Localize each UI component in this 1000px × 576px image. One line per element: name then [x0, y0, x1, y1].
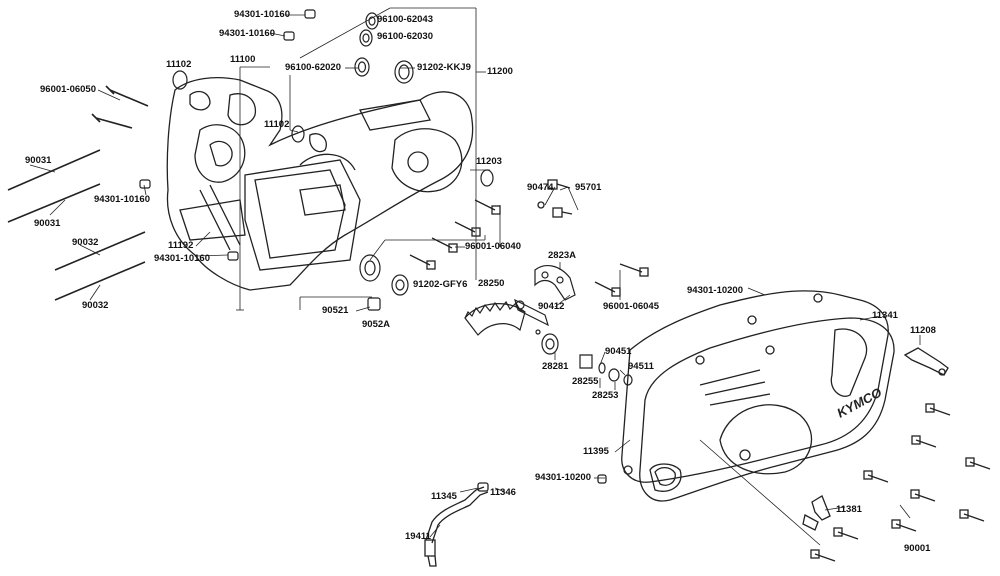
label-11102-b: 11102 [264, 119, 290, 130]
label-94301-10160-d: 94301-10160 [154, 253, 210, 264]
left-crankcase [166, 77, 474, 291]
label-11346: 11346 [490, 487, 516, 498]
label-11345: 11345 [431, 491, 457, 502]
clip-11381 [802, 495, 831, 531]
cover-logo: KYMCO [834, 385, 884, 421]
label-90474: 90474 [527, 182, 554, 193]
seals-lower [359, 254, 409, 311]
label-9052A: 9052A [362, 319, 390, 330]
label-90451: 90451 [605, 346, 632, 357]
dowel-pins [139, 9, 494, 261]
label-11203: 11203 [476, 156, 502, 167]
label-28281: 28281 [542, 361, 569, 372]
label-28255: 28255 [572, 376, 599, 387]
label-11200: 11200 [487, 66, 513, 77]
right-cover [639, 317, 895, 502]
bracket-11208 [903, 347, 949, 376]
label-11341: 11341 [872, 310, 898, 321]
cover-gasket [621, 290, 889, 483]
label-96100-62030: 96100-62030 [377, 31, 433, 42]
label-96001-06040: 96001-06040 [465, 241, 521, 252]
seals-top [354, 12, 414, 84]
label-11100: 11100 [230, 54, 256, 65]
label-90001: 90001 [904, 543, 931, 554]
label-28250: 28250 [478, 278, 505, 289]
label-96001-06050: 96001-06050 [40, 84, 96, 95]
cover-bolts [597, 403, 991, 562]
bolts-middle [409, 179, 649, 297]
label-94301-10160-a: 94301-10160 [234, 9, 290, 20]
label-90031-a: 90031 [25, 155, 52, 166]
studs [7, 85, 149, 301]
kick-starter-gear [464, 264, 633, 386]
label-96001-06045: 96001-06045 [603, 301, 659, 312]
label-11192: 11192 [168, 240, 194, 251]
label-91202-KKJ9: 91202-KKJ9 [417, 62, 471, 73]
label-94301-10200-a: 94301-10200 [687, 285, 743, 296]
label-11395: 11395 [583, 446, 609, 457]
label-90032-a: 90032 [72, 237, 99, 248]
label-90412: 90412 [538, 301, 565, 312]
label-11381: 11381 [836, 504, 862, 515]
label-28253: 28253 [592, 390, 619, 401]
breather-hose [424, 482, 489, 567]
label-94511: 94511 [628, 361, 654, 372]
label-96100-62020: 96100-62020 [285, 62, 341, 73]
label-90031-b: 90031 [34, 218, 61, 229]
label-90521: 90521 [322, 305, 349, 316]
label-11208: 11208 [910, 325, 936, 336]
label-11102-a: 11102 [166, 59, 192, 70]
label-91202-GFY6: 91202-GFY6 [413, 279, 468, 290]
label-94301-10200-b: 94301-10200 [535, 472, 591, 483]
leader-lines [29, 7, 921, 546]
label-90032-b: 90032 [82, 300, 109, 311]
label-94301-10160-c: 94301-10160 [94, 194, 150, 205]
label-94301-10160-b: 94301-10160 [219, 28, 275, 39]
label-19411: 19411 [405, 531, 431, 542]
label-2823A: 2823A [548, 250, 576, 261]
label-96100-62043: 96100-62043 [377, 14, 433, 25]
label-95701: 95701 [575, 182, 602, 193]
